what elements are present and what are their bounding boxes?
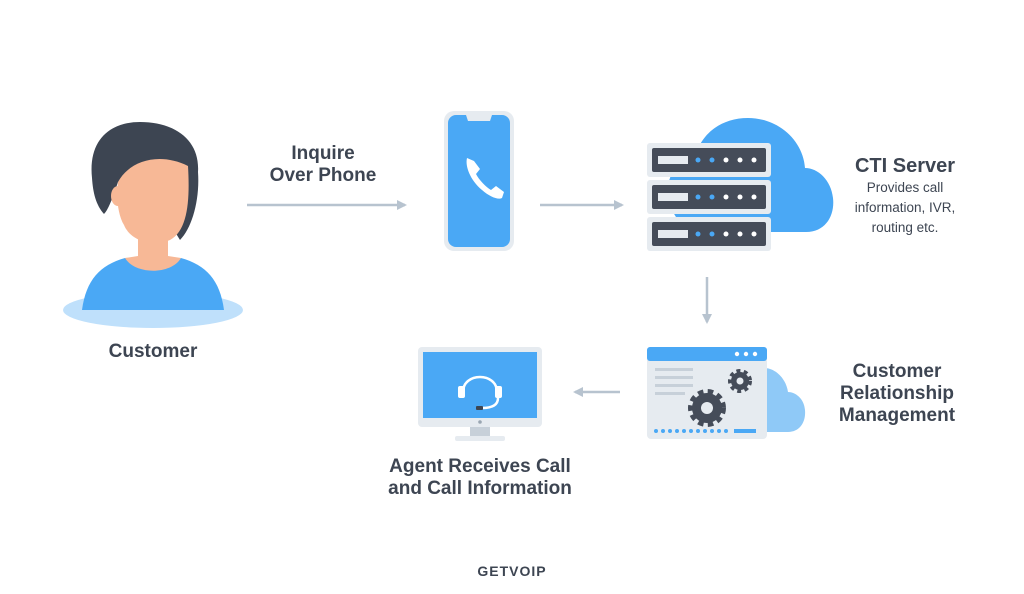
cti-desc-line3: routing etc. [871,220,939,235]
cti-desc-line2: information, IVR, [854,200,956,215]
server-unit-3 [647,217,771,251]
cti-server-icon [647,118,834,251]
inquire-line1: Inquire [291,143,355,164]
cti-title: CTI Server [854,155,956,177]
crm-line2: Relationship [839,383,954,404]
customer-body [82,258,224,310]
crm-icon [647,347,806,439]
server-unit-2 [647,180,771,214]
crm-cloud [760,368,806,432]
customer-face [117,159,189,244]
crm-line3: Management [838,405,956,426]
customer-ear [111,186,125,206]
crm-gear-large-icon [688,389,726,427]
inquire-label: Inquire Over Phone [248,143,398,187]
cti-description: Provides call information, IVR, routing … [835,178,975,238]
customer-collar [125,256,181,271]
agent-label: Agent Receives Call and Call Information [365,456,595,500]
phone-device [444,111,514,251]
agent-line2: and Call Information [388,478,572,499]
phone-icon [466,158,504,199]
customer-label: Customer [108,341,198,362]
crm-line1: Customer [852,361,942,382]
crm-gear-small-icon [728,369,752,393]
agent-monitor-icon [418,347,542,441]
crm-status-dots [654,429,756,433]
customer-icon [63,122,243,328]
server-unit-1 [647,143,771,177]
agent-line1: Agent Receives Call [389,456,571,477]
crm-label: Customer Relationship Management [822,361,972,427]
brand-logo: GETVOIP [477,563,547,579]
cti-desc-line1: Provides call [866,180,944,195]
inquire-line2: Over Phone [269,165,377,186]
headset-icon [458,375,502,410]
